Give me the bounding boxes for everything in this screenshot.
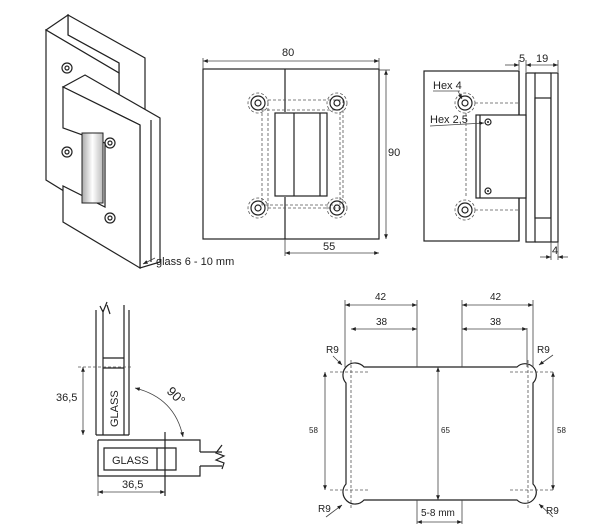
hex-4-label: Hex 4	[433, 80, 462, 92]
right-height-dimension: 58	[557, 426, 566, 435]
top-section-view: 36,5 GLASS GLASS 36,5 90°	[56, 301, 226, 496]
angle-label: 90°	[164, 384, 189, 409]
height-dimension: 90	[388, 147, 400, 159]
mounting-hole-icon	[247, 92, 348, 219]
glass-label-horizontal: GLASS	[112, 455, 149, 467]
glass-label-vertical: GLASS	[109, 390, 121, 427]
glass-cutout-view: 42 38 42 38 58 65 58 5-8 mm R9 R9 R9 R9	[309, 292, 566, 524]
offset-dimension: 55	[323, 241, 335, 253]
right-outer-width: 42	[490, 292, 502, 303]
left-inner-width: 38	[376, 317, 388, 328]
center-height-dimension: 65	[441, 426, 450, 435]
gap-dimension: 5-8 mm	[421, 508, 455, 519]
gap-dimension: 5	[519, 53, 525, 65]
radius-top-left: R9	[326, 345, 339, 356]
mounting-hole-icon	[454, 92, 476, 221]
left-outer-width: 42	[375, 292, 387, 303]
hex-2-5-label: Hex 2,5	[430, 114, 468, 126]
width-dimension: 80	[282, 47, 294, 59]
radius-bottom-left: R9	[318, 504, 331, 515]
horizontal-depth-dimension: 36,5	[122, 479, 143, 491]
left-height-dimension: 58	[309, 426, 318, 435]
set-screw-icon	[484, 118, 492, 195]
side-view: Hex 4 Hex 2,5 5 19 4	[423, 53, 568, 260]
vertical-depth-dimension: 36,5	[56, 392, 77, 404]
right-inner-width: 38	[490, 317, 502, 328]
depth-dimension: 19	[536, 53, 548, 65]
radius-top-right: R9	[537, 345, 550, 356]
glass-thickness-label: glass 6 - 10 mm	[156, 256, 234, 268]
screw-icon	[61, 62, 116, 224]
radius-bottom-right: R9	[546, 506, 559, 517]
plate-thickness-dimension: 4	[552, 245, 558, 257]
front-view: 80 90 55	[202, 47, 400, 256]
isometric-view: glass 6 - 10 mm	[44, 13, 234, 270]
